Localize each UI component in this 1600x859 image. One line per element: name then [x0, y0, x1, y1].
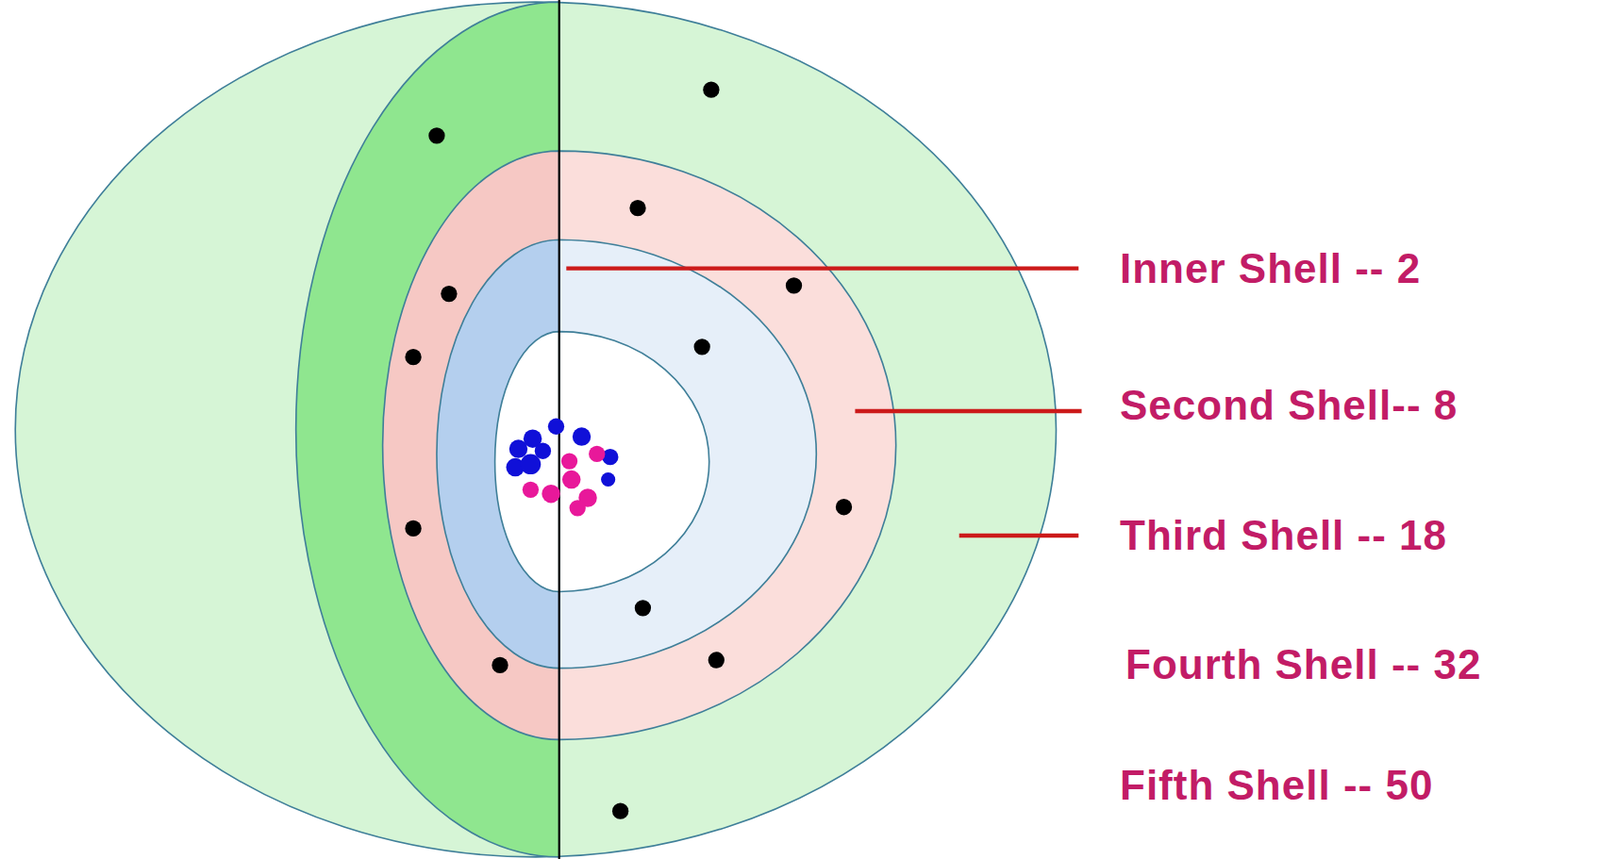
shell-label: Third Shell -- 18 [1119, 513, 1448, 559]
leader-lines [566, 268, 1082, 536]
blue-cutaway [436, 239, 560, 668]
blue-shell [559, 239, 817, 668]
green-cutaway [296, 1, 560, 858]
pink-shell [559, 150, 897, 740]
shell-label: Fourth Shell -- 32 [1125, 642, 1482, 688]
shell-label: Second Shell-- 8 [1119, 383, 1458, 429]
white-cutaway [495, 332, 560, 593]
nucleus [505, 418, 618, 517]
pink-cutaway [383, 150, 560, 740]
outer-shell [15, 1, 1056, 858]
shell-label: Inner Shell -- 2 [1119, 246, 1421, 292]
shell-label: Fifth Shell -- 50 [1119, 763, 1434, 809]
electrons [404, 82, 852, 820]
white-shell [559, 332, 710, 593]
